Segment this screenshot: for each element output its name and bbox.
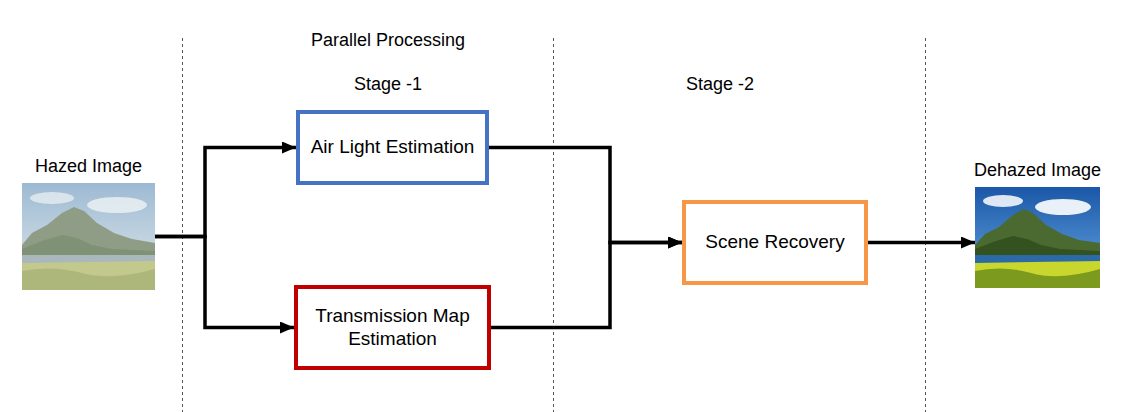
process-box: Scene Recovery	[682, 200, 868, 285]
image-caption: Dehazed Image	[935, 160, 1123, 182]
stage-label: Stage -1	[238, 74, 538, 95]
output-image: Dehazed Image	[975, 187, 1100, 288]
group-label: Parallel Processing	[238, 30, 538, 51]
box-label: Scene Recovery	[705, 231, 844, 254]
flow-arrow	[868, 241, 975, 245]
process-box: Air Light Estimation	[296, 110, 489, 185]
divider-line	[182, 38, 183, 412]
flow-arrow	[155, 148, 296, 237]
flow-arrow	[491, 243, 682, 328]
box-label: Air Light Estimation	[311, 136, 475, 159]
flow-arrow	[489, 148, 682, 243]
image-caption: Hazed Image	[0, 156, 195, 178]
dehazed-photo	[975, 187, 1100, 288]
box-label: Transmission Map Estimation	[308, 305, 477, 351]
input-image: Hazed Image	[22, 183, 155, 290]
stage-label: Stage -2	[570, 74, 870, 95]
hazed-photo	[22, 183, 155, 290]
flow-arrow	[155, 237, 294, 328]
divider-line	[925, 38, 926, 412]
divider-line	[553, 38, 554, 412]
process-box: Transmission Map Estimation	[294, 285, 491, 370]
